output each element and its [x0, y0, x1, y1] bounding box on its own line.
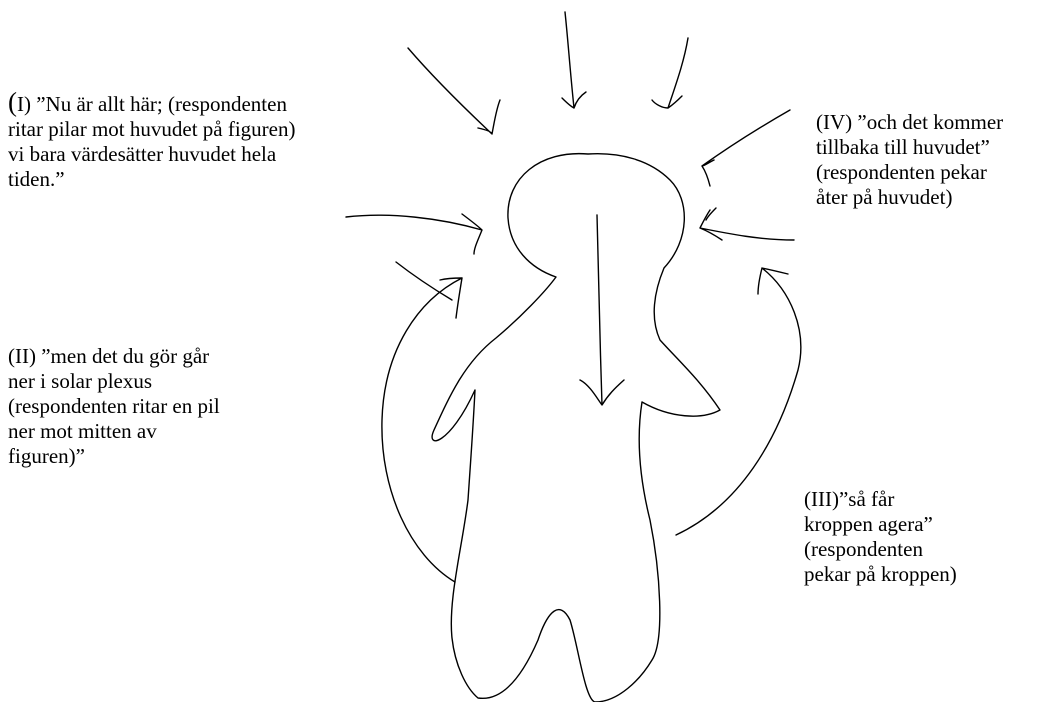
head-arrow-top-left [408, 48, 500, 134]
center-arrow [580, 215, 624, 405]
body-arrow-right [676, 268, 801, 535]
caption-ii-line: figuren)” [8, 444, 220, 469]
caption-i-paren: ( [8, 87, 17, 117]
head-arrow-right [700, 210, 794, 240]
caption-ii-line: (II) ”men det du gör går [8, 344, 220, 369]
caption-iii-line: kroppen agera” [804, 512, 957, 537]
caption-iv-line: (IV) ”och det kommer [816, 110, 1003, 135]
caption-iii-line: pekar på kroppen) [804, 562, 957, 587]
caption-i: (I) ”Nu är allt här; (respondenten ritar… [8, 90, 296, 192]
caption-iv-line: åter på huvudet) [816, 185, 1003, 210]
caption-i-line: tiden.” [8, 167, 296, 192]
caption-ii: (II) ”men det du gör går ner i solar ple… [8, 344, 220, 469]
head-arrow-top-right [652, 38, 688, 108]
head-arrow-top [562, 12, 586, 108]
caption-iv: (IV) ”och det kommer tillbaka till huvud… [816, 110, 1003, 210]
caption-i-line: I) ”Nu är allt här; (respondenten [17, 92, 287, 116]
caption-iii: (III)”så får kroppen agera” (respondente… [804, 487, 957, 587]
head-arrow-lower-left [396, 262, 452, 300]
caption-iv-line: (respondenten pekar [816, 160, 1003, 185]
caption-iii-line: (respondenten [804, 537, 957, 562]
head-arrow-left [346, 214, 482, 254]
caption-ii-line: (respondenten ritar en pil [8, 394, 220, 419]
figure-outline [432, 154, 720, 702]
caption-i-line: vi bara värdesätter huvudet hela [8, 142, 296, 167]
caption-iv-line: tillbaka till huvudet” [816, 135, 1003, 160]
head-arrow-right-top [702, 110, 790, 186]
caption-iii-line: (III)”så får [804, 487, 957, 512]
caption-i-line: ritar pilar mot huvudet på figuren) [8, 117, 296, 142]
caption-ii-line: ner mot mitten av [8, 419, 220, 444]
caption-ii-line: ner i solar plexus [8, 369, 220, 394]
